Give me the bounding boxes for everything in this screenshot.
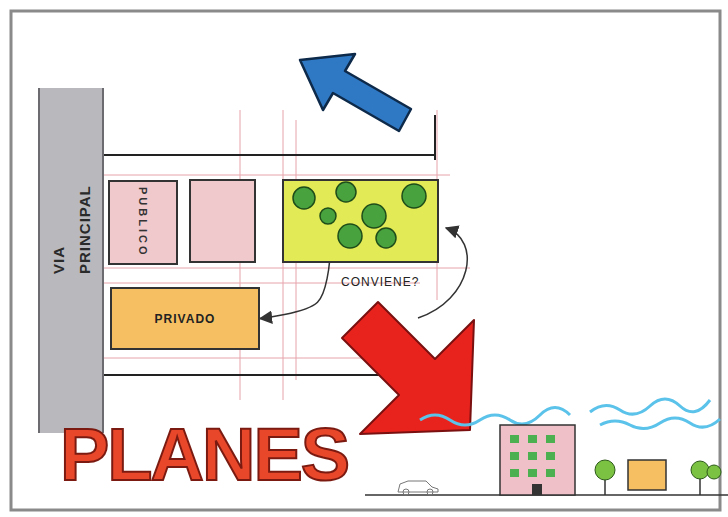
park-lot: CONVIENE? [283,180,438,262]
frame [11,11,720,510]
park-illustration [283,180,438,262]
direction-arrow [342,302,474,434]
node-label: VIA PRINCIPAL [46,174,98,274]
road-band: VIA PRINCIPAL [38,88,104,433]
node-label: CONVIENE? [341,275,419,289]
sketch-title: PLANES [60,418,348,492]
curved-connector [260,262,330,319]
node-label: PRIVADO [155,312,216,326]
public-lot: PUBLICO [108,180,178,265]
north-arrow [300,54,411,131]
clouds [420,399,720,429]
node-label: PUBLICO [137,187,149,258]
empty-lot [190,180,255,262]
private-lot: PRIVADO [110,287,260,350]
city-illustration [365,425,728,495]
leader-arrow [418,228,467,318]
